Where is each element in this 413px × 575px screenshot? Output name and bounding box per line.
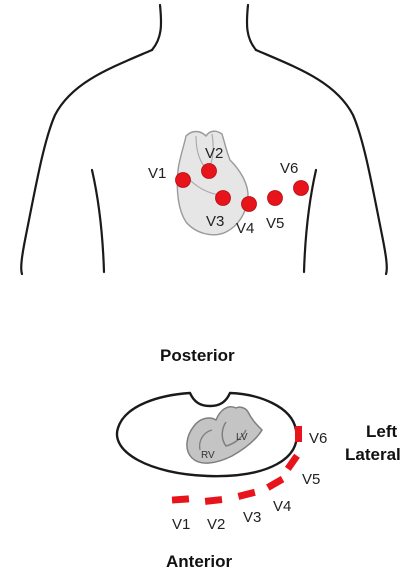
electrode-v3: [216, 191, 231, 206]
posterior-label: Posterior: [160, 346, 235, 365]
left-lateral-label-line2: Lateral: [345, 445, 401, 464]
electrode-v5: [268, 191, 283, 206]
rv-label: RV: [201, 450, 215, 461]
torso-label-v6: V6: [280, 160, 298, 177]
cs-label-v5: V5: [302, 471, 320, 488]
electrode-v2: [202, 164, 217, 179]
cs-label-v4: V4: [273, 498, 291, 515]
cs-label-v6: V6: [309, 430, 327, 447]
cs-label-v2: V2: [207, 516, 225, 533]
cs-electrode-v2: [205, 496, 223, 505]
left-lateral-label-line1: Left: [366, 422, 398, 441]
electrode-v4: [242, 197, 257, 212]
cs-label-v3: V3: [243, 509, 261, 526]
right-shoulder-arm: [256, 50, 387, 274]
lv-label: LV: [236, 432, 248, 443]
anterior-label: Anterior: [166, 552, 233, 571]
neck-right: [247, 5, 256, 50]
cs-electrode-v1: [172, 495, 189, 503]
neck-left: [152, 5, 161, 50]
cs-electrode-v3: [238, 489, 256, 500]
cs-label-v1: V1: [172, 516, 190, 533]
left-shoulder-arm: [21, 50, 152, 274]
torso-label-v5: V5: [266, 215, 284, 232]
torso-label-v1: V1: [148, 165, 166, 182]
electrode-v1: [176, 173, 191, 188]
left-flank: [92, 170, 104, 272]
electrode-v6: [294, 181, 309, 196]
cs-electrode-v6: [295, 426, 302, 442]
torso-label-v2: V2: [205, 145, 223, 162]
cs-electrode-v4: [266, 476, 284, 491]
torso-label-v3: V3: [206, 213, 224, 230]
torso-label-v4: V4: [236, 220, 254, 237]
